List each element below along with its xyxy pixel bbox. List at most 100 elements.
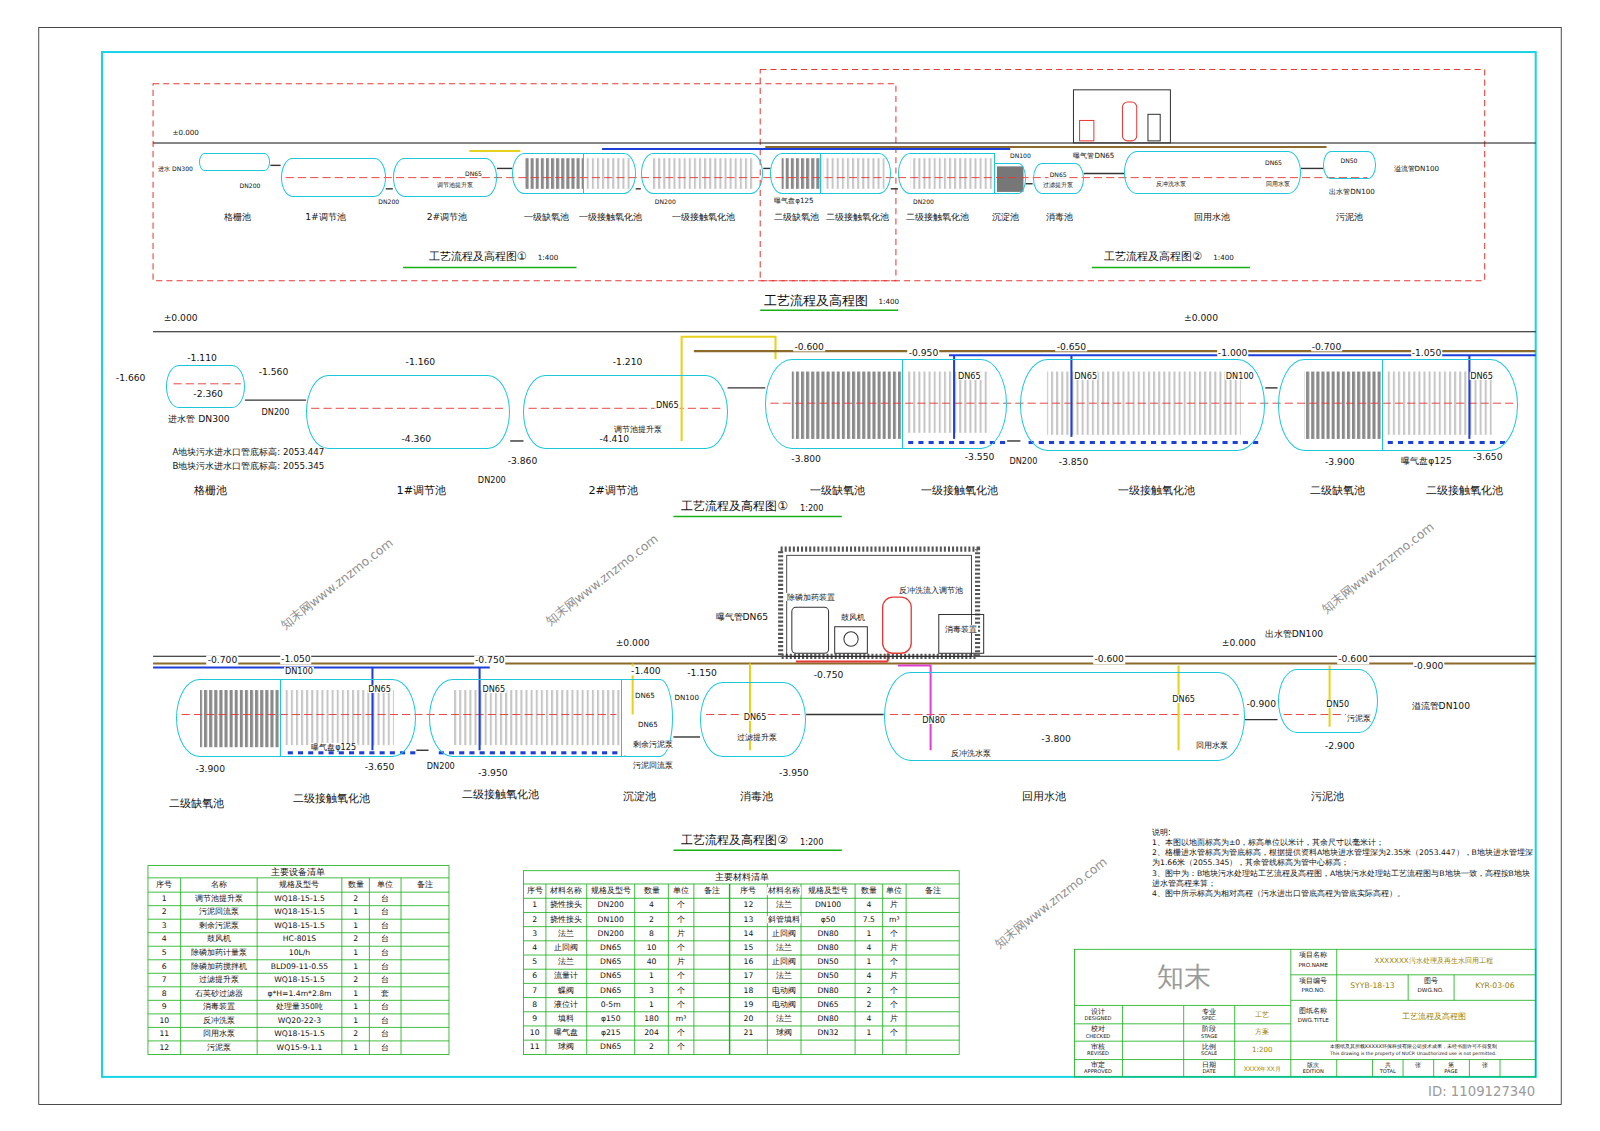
- tank-name: 二级接触氧化池: [461, 790, 540, 801]
- table-cell: 3: [161, 922, 168, 930]
- line-shape: [148, 1000, 449, 1001]
- drawing-label: DN65: [481, 685, 506, 693]
- rect-shape: [1408, 441, 1413, 444]
- table-cell: 5: [531, 958, 538, 966]
- polyline-shape: [796, 660, 888, 662]
- rect-shape: [586, 158, 631, 189]
- pipe-size-label: DN200: [477, 476, 507, 484]
- rect-shape: [990, 441, 995, 444]
- rect-shape: [390, 751, 395, 754]
- table-cell: 台: [380, 1044, 390, 1052]
- line-shape: [403, 267, 576, 269]
- table-cell: 污泥回流泵: [198, 909, 240, 917]
- rect-shape: [523, 871, 959, 1055]
- tank-outline: 消毒池: [1033, 163, 1084, 194]
- drawing-label: 工艺流程及高程图②: [1103, 252, 1203, 263]
- drawing-label: -0.900: [1245, 700, 1277, 709]
- table-cell: 个: [676, 987, 686, 995]
- table-cell: 4: [648, 902, 655, 910]
- table-cell: 备注: [416, 881, 434, 889]
- table-cell: 1: [352, 909, 359, 917]
- table-cell: 15: [743, 944, 755, 952]
- table-cell: 个: [676, 1043, 686, 1051]
- table-grids: [148, 866, 959, 1055]
- rect-shape: [453, 690, 620, 745]
- table-cell: 台: [380, 895, 390, 903]
- table-cell: 1: [352, 1003, 359, 1011]
- rect-shape: [939, 614, 984, 653]
- rect-shape: [1029, 441, 1034, 444]
- table-cell: WQ18-15-1.5: [273, 895, 326, 903]
- line-shape: [148, 1040, 449, 1041]
- rect-shape: [910, 158, 994, 189]
- drawing-label: -0.650: [1056, 342, 1088, 351]
- drawing-label: 反冲洗流入调节池: [898, 586, 964, 594]
- table-cell: 10L/h: [288, 949, 311, 957]
- rect-shape: [1182, 441, 1187, 444]
- table-cell: 规格及型号: [590, 887, 632, 895]
- table-cell: 7: [161, 976, 168, 984]
- title-block-value: XXXX年XX月: [1243, 1066, 1282, 1072]
- tank-name: 一级接触氧化池: [578, 213, 643, 222]
- rect-shape: [148, 866, 449, 1055]
- line-shape: [1290, 949, 1291, 1077]
- table-cell: WQ18-15-1.5: [273, 1030, 326, 1038]
- rect-shape: [1161, 441, 1166, 444]
- table-cell: 台: [380, 949, 390, 957]
- rect-shape: [1253, 441, 1258, 444]
- table-cell: 序号: [155, 881, 173, 889]
- line-shape: [1469, 1060, 1470, 1077]
- tank-outline: 二级接触氧化池: [898, 153, 995, 194]
- line-shape: [523, 1011, 959, 1012]
- drawing-label: DN65: [1073, 372, 1098, 380]
- tank-outline: 一级接触氧化池: [641, 153, 763, 194]
- tank-outline: 1#调节池: [281, 158, 386, 197]
- rect-shape: [284, 690, 394, 745]
- tank-name: 1#调节池: [396, 485, 448, 496]
- rect-shape: [571, 751, 576, 754]
- drawing-label: -3.650: [364, 762, 396, 771]
- drawing-label: DN100: [284, 667, 314, 675]
- tank-outline: 二级缺氧池: [770, 153, 821, 194]
- table-cell: 3: [531, 930, 538, 938]
- rect-shape: [612, 751, 617, 754]
- line-shape: [729, 884, 730, 1054]
- tank-name: 污泥池: [1335, 213, 1364, 222]
- rect-shape: [1069, 441, 1074, 444]
- rect-shape: [1120, 441, 1125, 444]
- rect-shape: [929, 441, 934, 444]
- title-block-cell: STAGE: [1200, 1034, 1219, 1039]
- table-cell: 挠性接头: [549, 916, 583, 924]
- drawing-label: 进水 DN300: [157, 166, 194, 172]
- tank-outline: 一级接触氧化池: [903, 359, 1007, 449]
- pipe-connector: [673, 736, 700, 737]
- title-block-cell: PRO.NAME: [1297, 963, 1329, 969]
- table-cell: 序号: [526, 887, 544, 895]
- table-cell: WQ18-15-1.5: [273, 909, 326, 917]
- water-level-lines: [173, 178, 1513, 715]
- title-block-cell: PAGE: [1443, 1070, 1458, 1075]
- line-shape: [1122, 1005, 1123, 1076]
- rect-shape: [939, 441, 944, 444]
- line-shape: [148, 905, 449, 906]
- rect-shape: [1049, 441, 1054, 444]
- line-shape: [182, 714, 617, 715]
- table-cell: 挠性接头: [549, 902, 583, 910]
- tank-name: 一级接触氧化池: [671, 213, 736, 222]
- line-shape: [148, 986, 449, 987]
- rect-shape: [1148, 114, 1160, 141]
- line-shape: [286, 177, 1368, 178]
- rect-shape: [1171, 441, 1176, 444]
- tank-name: 2#调节池: [426, 213, 469, 222]
- line-shape: [1074, 1041, 1535, 1042]
- line-shape: [369, 878, 370, 1055]
- table-cell: 流量计: [553, 973, 579, 981]
- table-cell: 台: [380, 963, 390, 971]
- watermark: 知末网www.znzmo.com: [1318, 519, 1436, 615]
- pipe-connector: [1084, 173, 1125, 174]
- note-text: 1、本图以地面标高为±0，标高单位以米计，其余尺寸以毫米计；: [1151, 838, 1535, 848]
- table-cell: DN65: [599, 944, 622, 952]
